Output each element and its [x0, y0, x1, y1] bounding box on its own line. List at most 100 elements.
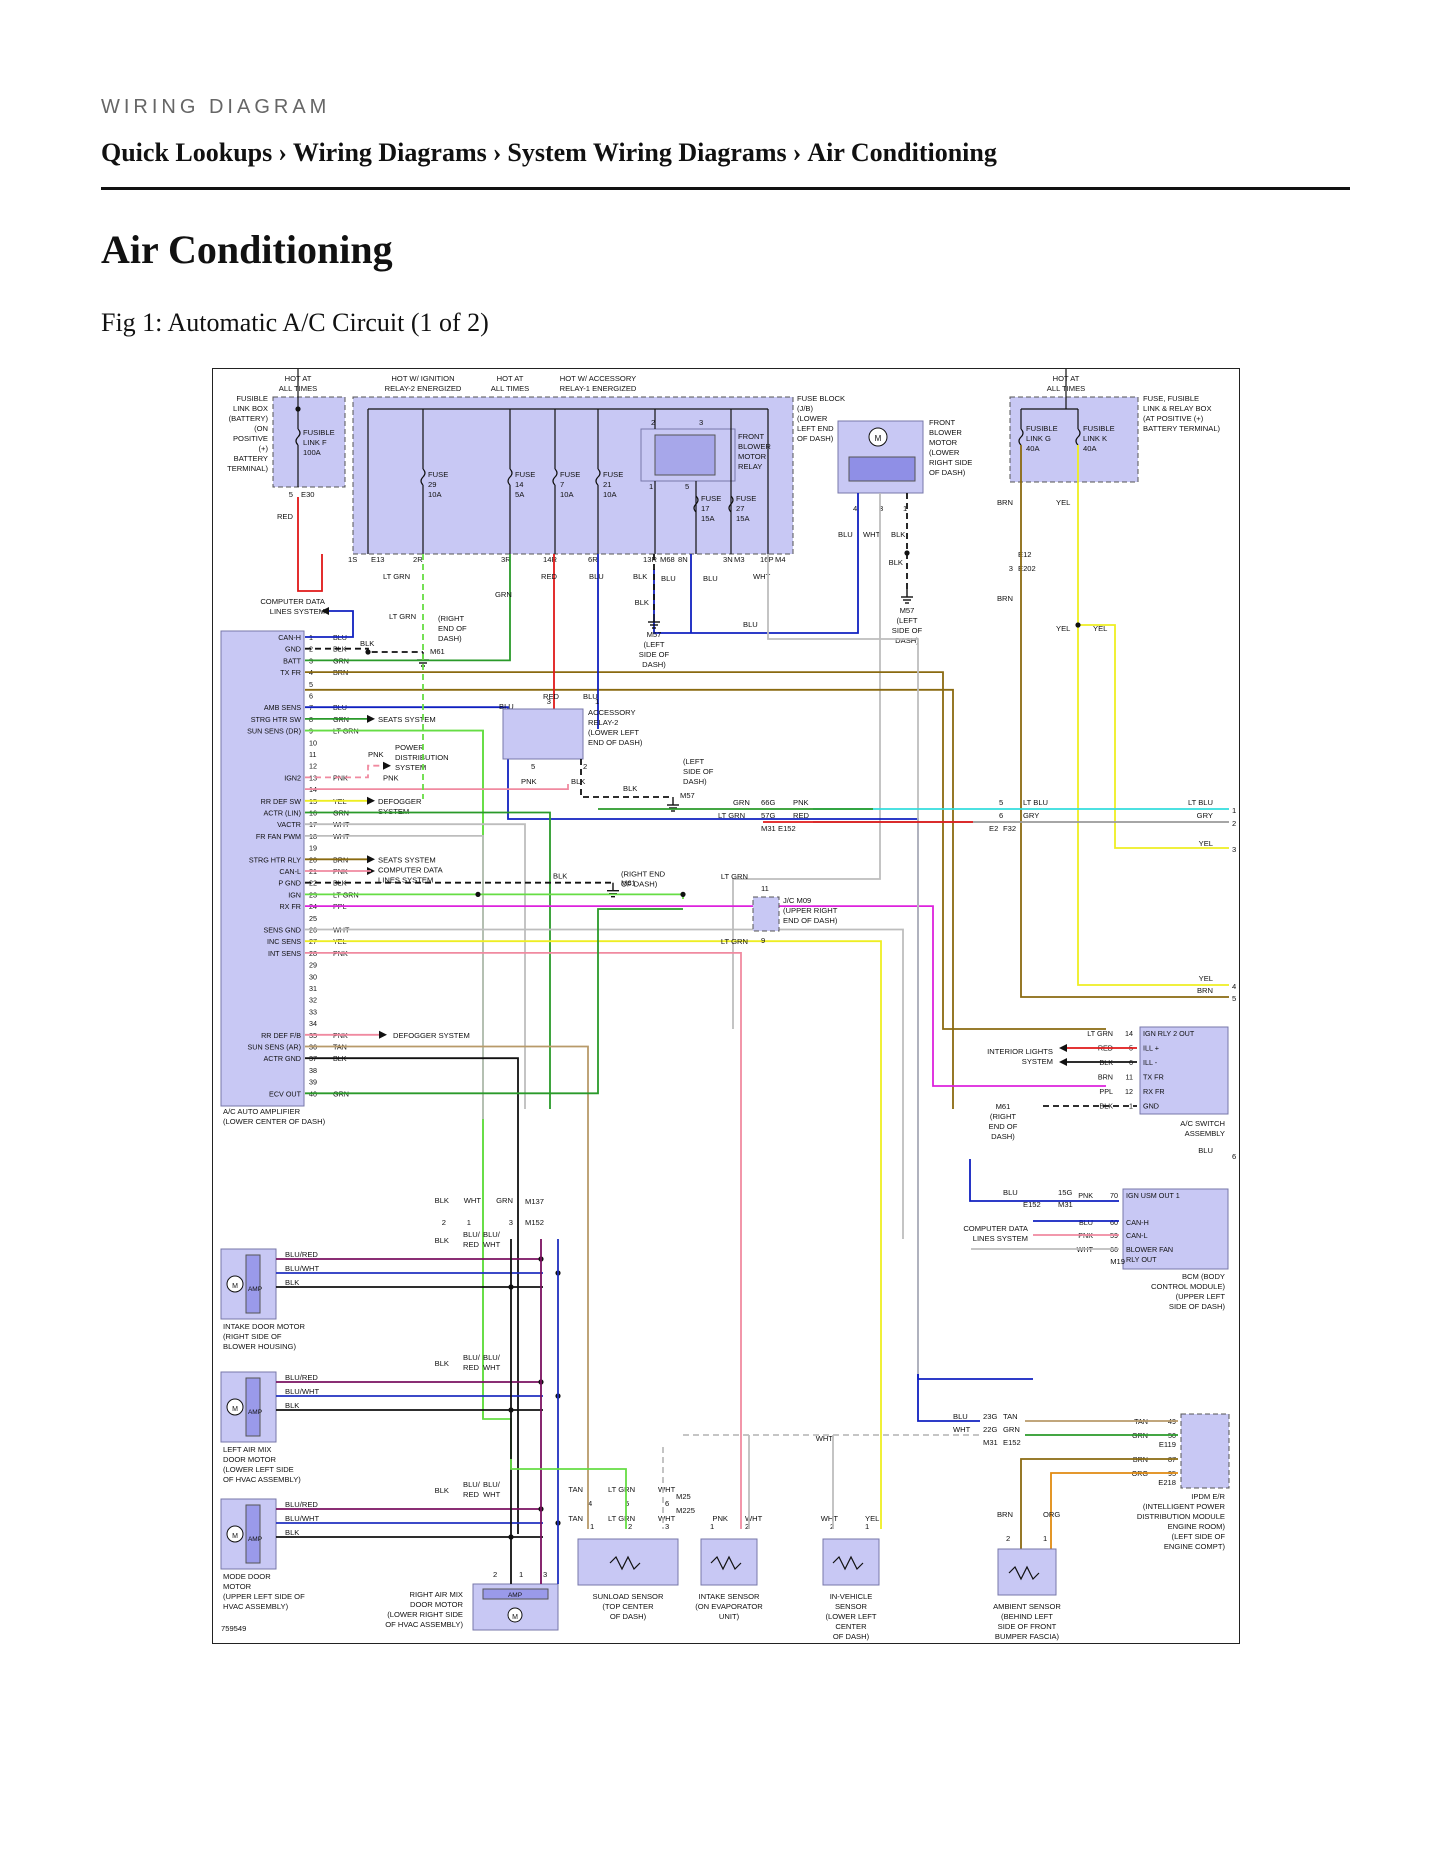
- diagram-label: LT GRN: [389, 612, 416, 621]
- diagram-label: WHT: [816, 1434, 834, 1443]
- pin-number: 14R: [543, 555, 557, 564]
- diagram-label: 1: [519, 1570, 523, 1579]
- diagram-label: 2: [745, 1522, 749, 1531]
- amp-pin-label: INT SENS: [268, 949, 301, 958]
- amp-pin-number: 13: [309, 773, 317, 782]
- switch-pin-number: 12: [1125, 1087, 1133, 1096]
- amp-pin-label: FR FAN PWM: [256, 832, 301, 841]
- diagram-label: WHT: [745, 1514, 763, 1523]
- breadcrumb-item-air-conditioning[interactable]: Air Conditioning: [807, 138, 997, 167]
- amp-pin-number: 12: [309, 762, 317, 771]
- diagram-label: WHT: [953, 1425, 971, 1434]
- connector-label: E13: [371, 555, 385, 564]
- diagram-label: BLU: [661, 574, 676, 583]
- diagram-label: 3: [879, 504, 883, 513]
- amp-pin-label: GND: [285, 645, 301, 654]
- switch-pin-wire: LT GRN: [1087, 1029, 1113, 1038]
- diagram-label: 1: [710, 1522, 714, 1531]
- diagram-label: ORG: [1043, 1510, 1060, 1519]
- amp-pin-number: 22: [309, 879, 317, 888]
- diagram-label: 3: [699, 418, 703, 427]
- motor-icon: [226, 1525, 244, 1543]
- diagram-label: 5: [625, 1499, 629, 1508]
- diagram-label: 5: [531, 762, 535, 771]
- arrow-icon: [321, 607, 329, 615]
- amp-pin-number: 39: [309, 1078, 317, 1087]
- diagram-label: 9: [761, 936, 765, 945]
- bcm-pin-number: 60: [1110, 1218, 1118, 1227]
- diagram-label: 6: [999, 811, 1003, 820]
- wire-blk-relay: [580, 759, 673, 798]
- ref-number: 4: [1232, 982, 1236, 991]
- fuse-icon: [507, 468, 513, 486]
- motor-icon: M: [232, 1283, 238, 1290]
- amp-pin-label: BATT: [283, 656, 301, 665]
- diagram-label: LT BLU: [1023, 798, 1048, 807]
- arrow-icon: [379, 1030, 387, 1039]
- diagram-label: 2: [583, 762, 587, 771]
- wire-ltgrn-ign: [305, 893, 684, 899]
- diagram-label: 6: [665, 1499, 669, 1508]
- amp-pin-number: 25: [309, 914, 317, 923]
- wire-wht-blower: [732, 493, 881, 1029]
- diagram-label: E152: [778, 824, 796, 833]
- breadcrumb-item-system-wiring-diagrams[interactable]: System Wiring Diagrams: [507, 138, 787, 167]
- fuse-icon: [420, 468, 426, 486]
- diagram-label: M31: [1058, 1200, 1073, 1209]
- amp-label: AMP: [248, 1409, 262, 1416]
- diagram-label: BLU: [583, 692, 598, 701]
- diagram-label: YEL: [1093, 624, 1107, 633]
- amp-pin-label: IGN2: [284, 773, 301, 782]
- diagram-label: BLU: [1198, 1146, 1213, 1155]
- wire-blk-actr-gnd: [305, 1057, 519, 1534]
- fuse-icon: [1018, 428, 1024, 446]
- diagram-label: BRN: [997, 594, 1013, 603]
- arrow-icon: [367, 714, 375, 723]
- amp-pin-label: VACTR: [277, 820, 301, 829]
- diagram-label: PNK: [793, 798, 809, 807]
- connector-label: E12: [1018, 550, 1032, 559]
- amp-pin-label: P GND: [278, 879, 301, 888]
- diagram-label: M61: [621, 879, 636, 888]
- motor-pin-wire: BLK: [285, 1278, 299, 1287]
- wire-grn-batt: [305, 554, 511, 662]
- diagram-label: 15G: [1058, 1188, 1072, 1197]
- connector-label: E202: [1018, 564, 1036, 573]
- diagram-label: 1: [903, 504, 907, 513]
- diagram-label: LT GRN: [608, 1485, 635, 1494]
- breadcrumb-item-quick-lookups[interactable]: Quick Lookups: [101, 138, 273, 167]
- motor-pin-wire: BLU/WHT: [285, 1387, 320, 1396]
- diagram-label: 2: [628, 1522, 632, 1531]
- amp-block: [482, 1588, 549, 1600]
- diagram-label: BLU: [589, 572, 604, 581]
- amp-pin-label: SUN SENS (AR): [247, 1043, 301, 1052]
- diagram-label: 1: [595, 697, 599, 706]
- bcm-pin-label: IGN USM OUT 1: [1126, 1191, 1180, 1200]
- motor-pin-wire: BLU/RED: [285, 1250, 318, 1259]
- diagram-label: RED: [277, 512, 294, 521]
- diagram-label: PNK: [712, 1514, 728, 1523]
- splice-dot: [1075, 622, 1081, 628]
- amp-pin-label: STRG HTR RLY: [249, 855, 301, 864]
- diagram-label: TAN: [568, 1485, 583, 1494]
- wire-brn-ipdm: [1020, 1458, 1178, 1549]
- diagram-label: WHT: [821, 1514, 839, 1523]
- ac-switch-assembly: [1139, 1026, 1229, 1115]
- diagram-label: 5: [685, 482, 689, 491]
- splice-dot: [904, 550, 910, 556]
- diagram-label: 2: [493, 1570, 497, 1579]
- breadcrumb-item-wiring-diagrams[interactable]: Wiring Diagrams: [292, 138, 487, 167]
- diagram-label: BLU: [703, 574, 718, 583]
- amp-pin-number: 6: [309, 692, 313, 701]
